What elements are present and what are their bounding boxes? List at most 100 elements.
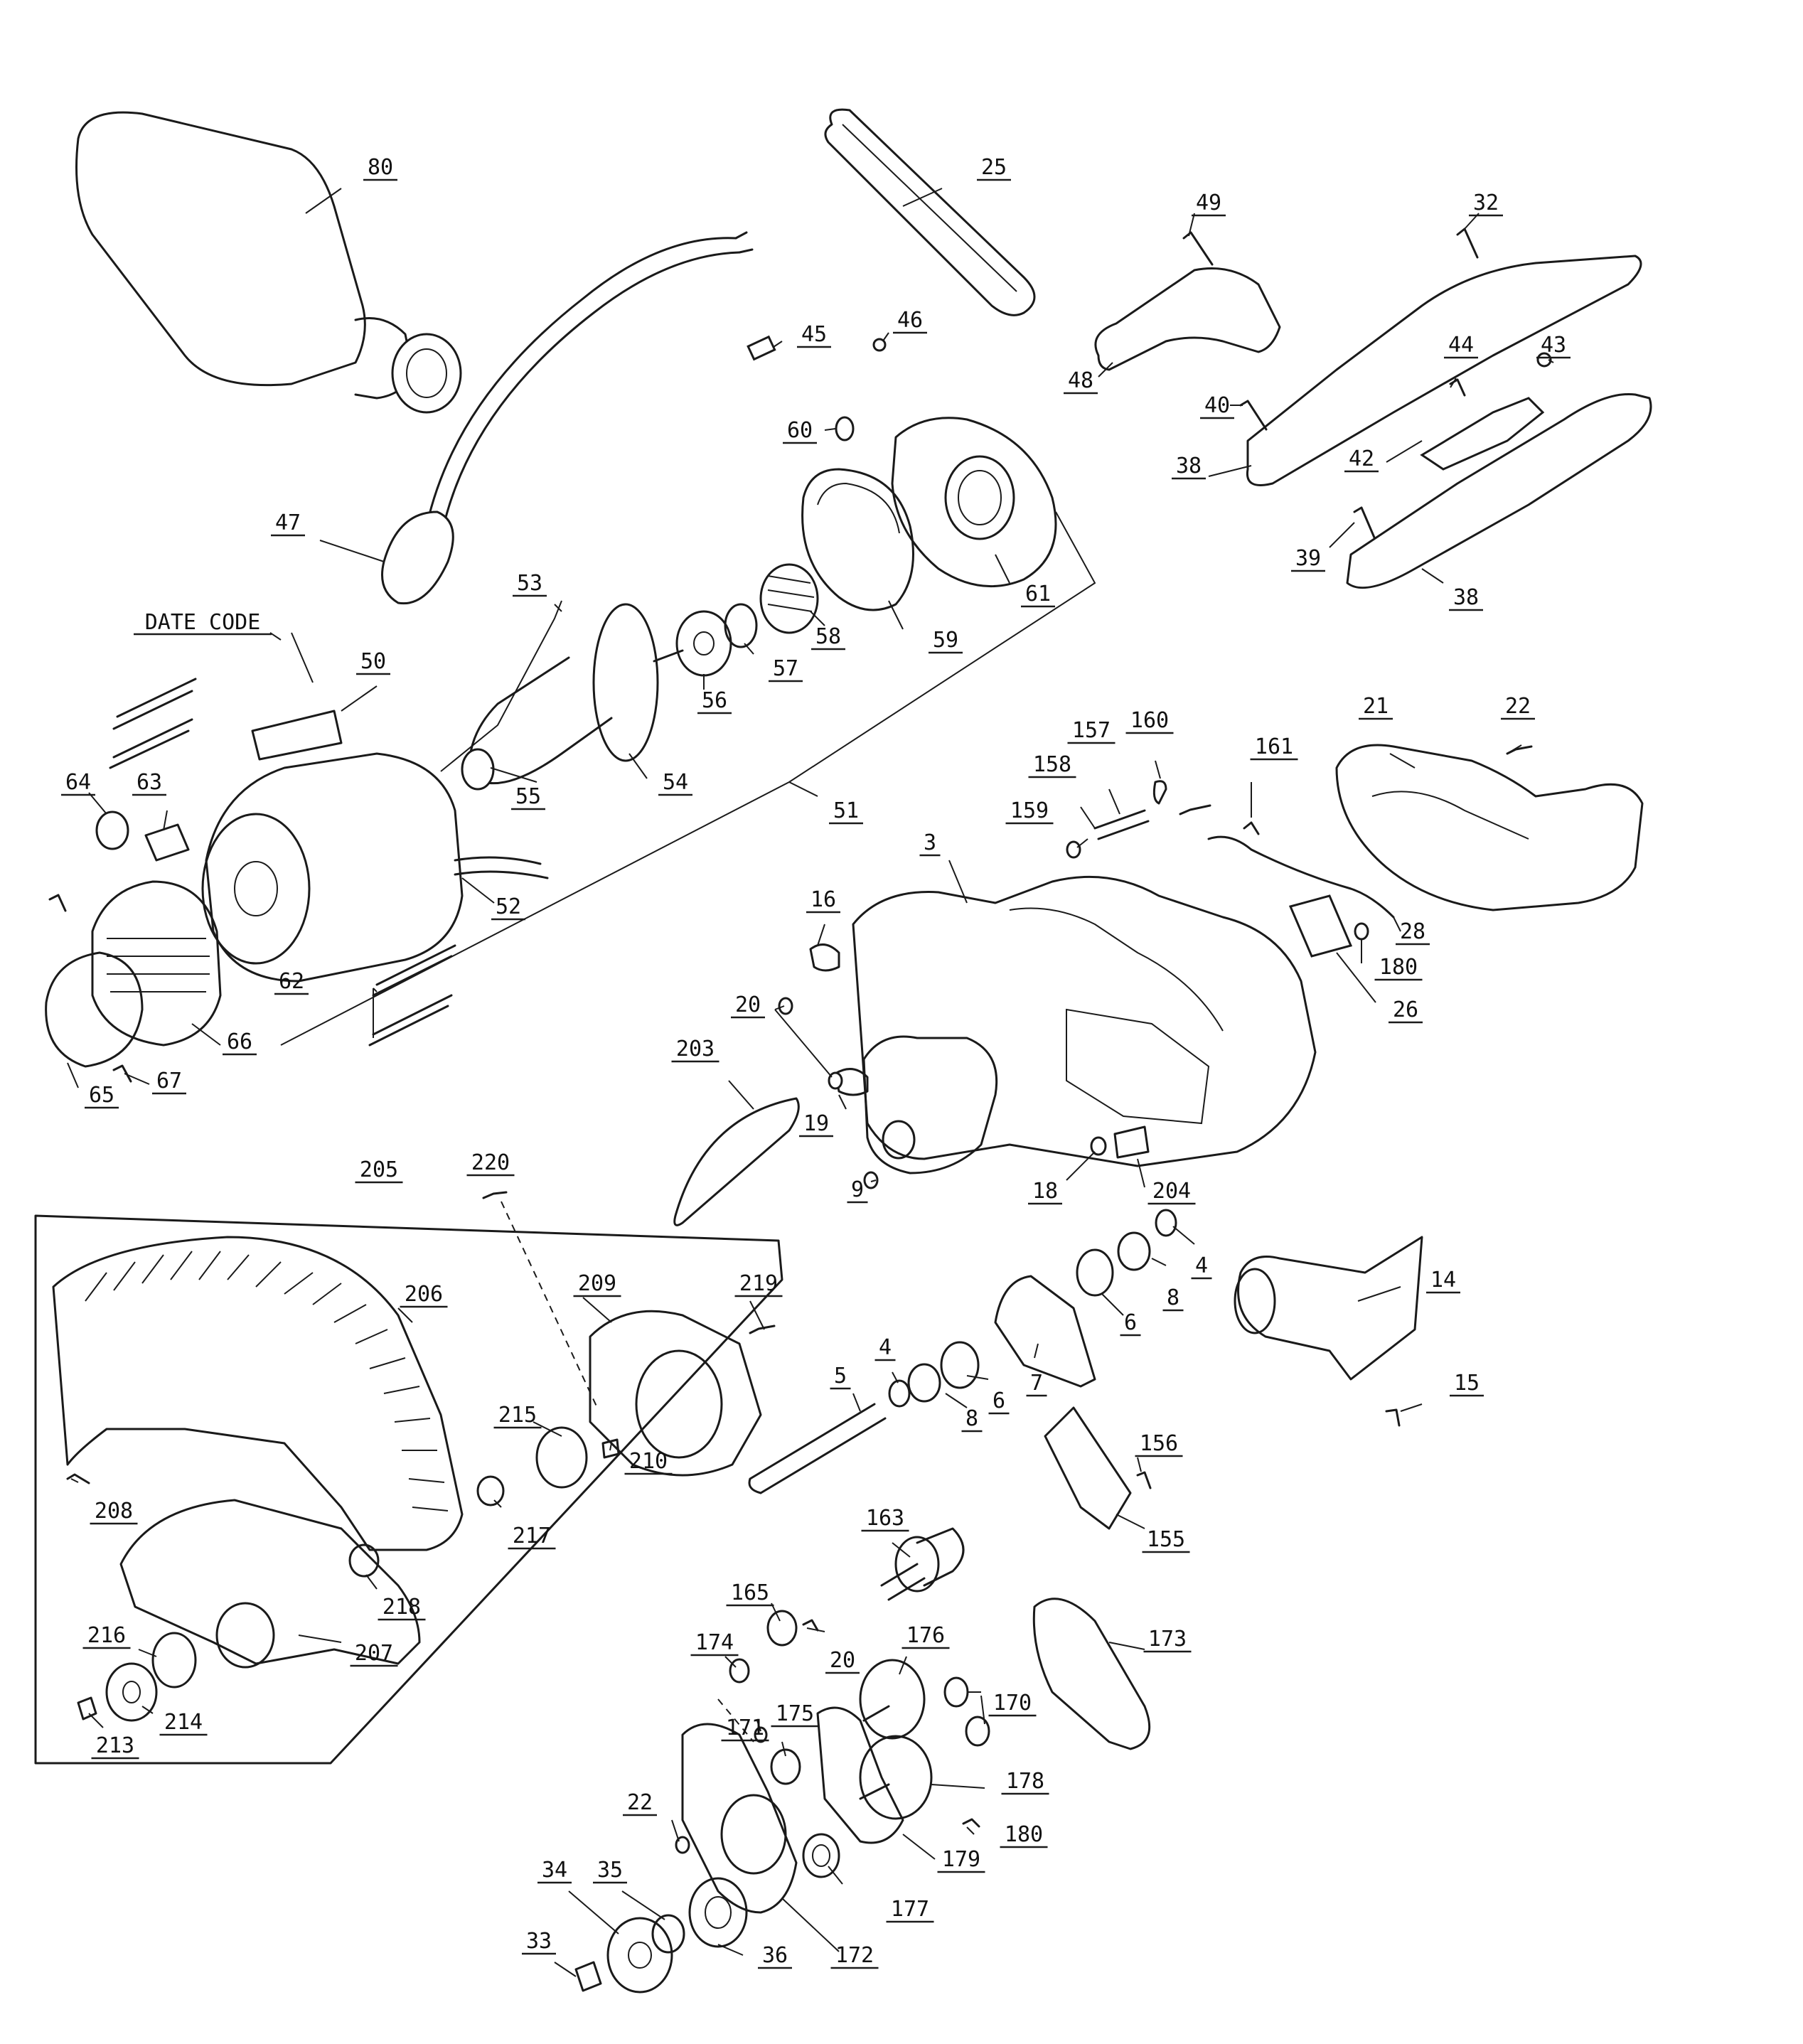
callout-9: 9: [851, 1177, 864, 1202]
callout-207: 207: [355, 1641, 393, 1666]
callout-6b: 6: [993, 1388, 1005, 1413]
callout-177: 177: [891, 1897, 929, 1922]
part-21-upper-guard: [1335, 744, 1644, 911]
callout-25: 25: [981, 155, 1007, 180]
callout-39: 39: [1295, 546, 1321, 571]
callout-159: 159: [1010, 798, 1049, 823]
handle-screws: [1182, 228, 1552, 539]
callout-176: 176: [906, 1623, 945, 1648]
callout-49: 49: [1196, 191, 1221, 215]
part-217-bushing: [476, 1475, 505, 1507]
callout-175: 175: [776, 1701, 814, 1726]
callout-20b: 20: [830, 1648, 855, 1673]
part-173-gasket: [1032, 1598, 1151, 1750]
callout-36: 36: [762, 1943, 788, 1968]
callout-44: 44: [1448, 333, 1474, 358]
part-47-power-cord: [381, 231, 754, 605]
callout-155: 155: [1147, 1527, 1185, 1552]
part-80-dust-bag: [75, 111, 462, 414]
callout-28: 28: [1400, 919, 1425, 944]
callout-160: 160: [1130, 708, 1169, 733]
callout-158: 158: [1033, 752, 1071, 777]
callout-180b: 180: [1005, 1822, 1043, 1847]
callout-173: 173: [1148, 1627, 1187, 1652]
parts-artwork: [34, 108, 1652, 1994]
bracket-53: [440, 600, 562, 772]
callout-161: 161: [1255, 734, 1293, 759]
part-60-cap: [835, 416, 855, 442]
callout-67: 67: [156, 1069, 182, 1093]
callout-53: 53: [517, 571, 542, 596]
part-206-guard: [52, 1236, 464, 1551]
part-205-assembly-outline: [34, 1214, 783, 1765]
part-208-screw: [66, 1473, 90, 1484]
callout-210: 210: [629, 1449, 668, 1474]
callout-15: 15: [1454, 1371, 1480, 1396]
part-171-pin: [754, 1726, 768, 1743]
lock-pin-parts: [1066, 780, 1260, 859]
callout-35: 35: [597, 1858, 623, 1883]
callout-8a: 8: [1167, 1285, 1179, 1310]
part-203-label: [673, 1097, 800, 1226]
callout-174: 174: [695, 1630, 734, 1655]
dashed-alignment-174: [717, 1698, 754, 1743]
clamp-parts: [778, 943, 869, 1096]
blade-hub-parts: [77, 1632, 197, 1722]
part-62-long-screws: [109, 678, 456, 1047]
part-204-label: [1113, 1125, 1150, 1159]
callout-20a: 20: [735, 992, 761, 1017]
part-180-screw-a: [1354, 922, 1369, 941]
brush-end-cap-parts: [45, 810, 222, 1083]
callout-220: 220: [471, 1150, 510, 1175]
callout-58: 58: [815, 624, 841, 649]
callout-54: 54: [663, 770, 688, 795]
bracket-51: [280, 511, 1096, 1046]
callout-3: 3: [924, 830, 936, 855]
part-48-handle-grip: [1094, 267, 1281, 371]
part-38-handle-halves: [1246, 255, 1652, 589]
callout-4a: 4: [1195, 1253, 1208, 1278]
part-155-plate: [1044, 1406, 1132, 1530]
callout-56: 56: [702, 688, 727, 713]
callout-7: 7: [1030, 1371, 1043, 1396]
callout-62: 62: [279, 969, 304, 994]
callout-218: 218: [382, 1595, 421, 1620]
callout-47: 47: [275, 510, 301, 535]
callout-19: 19: [803, 1111, 829, 1136]
callout-26: 26: [1393, 997, 1418, 1022]
callout-16: 16: [810, 887, 836, 912]
callout-156: 156: [1140, 1431, 1178, 1456]
callout-157: 157: [1072, 718, 1111, 743]
part-18-spacer: [1090, 1136, 1107, 1156]
callout-50: 50: [360, 649, 386, 674]
callout-32: 32: [1473, 191, 1499, 215]
callout-80: 80: [368, 155, 393, 180]
callout-6a: 6: [1124, 1310, 1137, 1335]
callout-45: 45: [801, 322, 827, 347]
callout-22b: 22: [627, 1790, 653, 1815]
callout-18: 18: [1032, 1179, 1058, 1204]
callout-8b: 8: [965, 1406, 978, 1431]
part-25-belt: [824, 108, 1036, 316]
part-156-screw: [1136, 1471, 1152, 1489]
callout-217: 217: [513, 1524, 551, 1548]
callout-5: 5: [834, 1364, 847, 1388]
flange-parts: [574, 1836, 748, 1994]
part-28-spring: [1207, 835, 1395, 919]
callout-55: 55: [515, 784, 541, 809]
callout-180a: 180: [1379, 955, 1418, 980]
callout-60: 60: [787, 418, 813, 443]
callout-219: 219: [739, 1271, 778, 1296]
leader-lines: [67, 188, 1554, 1977]
gearbox-plate-parts: [681, 1706, 904, 1914]
part-61-end-bell: [891, 417, 1057, 588]
part-20-screw-b: [802, 1619, 819, 1632]
part-59-baffle: [801, 468, 914, 611]
callout-22a: 22: [1505, 694, 1531, 719]
callout-204: 204: [1152, 1179, 1191, 1204]
callout-21: 21: [1363, 694, 1389, 719]
callout-labels: DATE CODE: [134, 610, 272, 636]
callout-46: 46: [897, 308, 923, 333]
